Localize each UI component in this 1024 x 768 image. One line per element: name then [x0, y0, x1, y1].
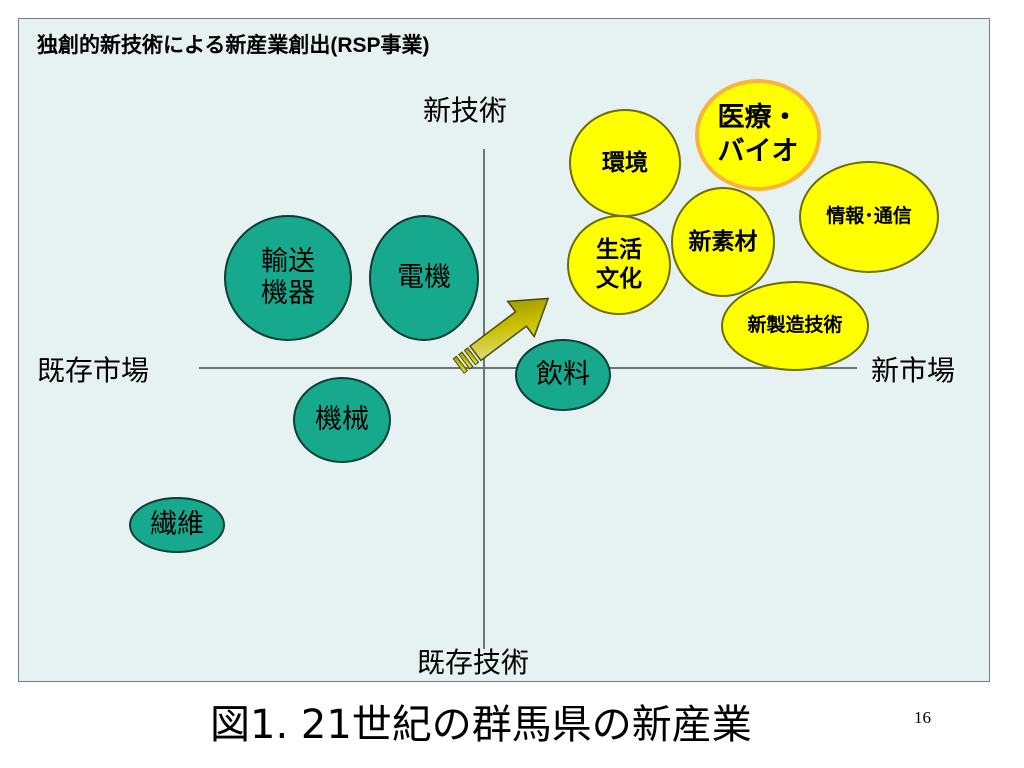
bubble-information-communication: 情報･通信: [799, 161, 939, 273]
technology-axis: [483, 149, 485, 649]
bubble-environment: 環境: [569, 109, 681, 217]
diagram-panel: 独創的新技術による新産業創出(RSP事業) 新技術 既存技術 既存市場 新市場 …: [18, 18, 990, 682]
axis-label-existing-technology: 既存技術: [417, 646, 530, 679]
bubble-electrical-machinery: 電機: [369, 215, 479, 341]
axis-label-existing-market: 既存市場: [37, 354, 150, 387]
bubble-new-materials: 新素材: [671, 187, 775, 297]
bubble-textiles: 繊維: [129, 497, 225, 553]
bubble-machinery: 機械: [293, 377, 391, 463]
axis-label-new-market: 新市場: [871, 354, 956, 387]
bubble-medical-bio: 医療・ バイオ: [695, 79, 821, 191]
growth-arrow-icon: [452, 297, 550, 374]
figure-caption: 図1. 21世紀の群馬県の新産業: [210, 702, 752, 748]
slide-title: 独創的新技術による新産業創出(RSP事業): [37, 34, 430, 57]
page-number: 16: [914, 708, 931, 727]
bubble-new-manufacturing-tech: 新製造技術: [721, 281, 869, 371]
bubble-transport-equipment: 輸送 機器: [224, 215, 352, 341]
axis-label-new-technology: 新技術: [423, 94, 508, 127]
bubble-beverages: 飲料: [515, 339, 611, 411]
bubble-lifestyle-culture: 生活 文化: [567, 215, 671, 315]
